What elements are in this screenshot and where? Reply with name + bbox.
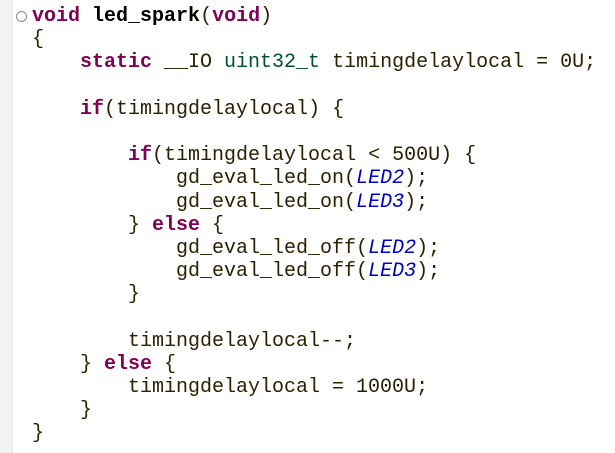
keyword-token: else: [104, 352, 153, 376]
keyword-token: void: [212, 5, 261, 28]
code-token: timingdelaylocal--;: [32, 329, 357, 353]
code-token: );: [416, 260, 441, 284]
editor-gutter: [0, 0, 13, 453]
code-line[interactable]: timingdelaylocal--;: [32, 330, 596, 353]
code-line[interactable]: gd_eval_led_off(LED3);: [32, 260, 596, 283]
code-token: {: [200, 213, 225, 237]
code-line[interactable]: gd_eval_led_off(LED2);: [32, 237, 596, 260]
keyword-token: if: [80, 97, 105, 121]
macro-token: LED2: [368, 236, 417, 260]
code-line[interactable]: }: [32, 422, 596, 445]
code-line[interactable]: gd_eval_led_on(LED3);: [32, 191, 596, 214]
code-token: __IO: [152, 51, 225, 75]
keyword-token: else: [152, 213, 201, 237]
code-token: [80, 5, 92, 28]
code-line[interactable]: static __IO uint32_t timingdelaylocal = …: [32, 51, 596, 74]
code-token: [32, 51, 80, 74]
keyword-token: if: [128, 144, 153, 168]
code-token: (timingdelaylocal < 500U) {: [152, 144, 477, 168]
code-line[interactable]: [32, 306, 596, 329]
code-token: [32, 98, 80, 121]
code-token: {: [32, 28, 45, 52]
code-token: );: [404, 190, 429, 214]
code-token: );: [416, 236, 441, 260]
collapse-icon[interactable]: [16, 11, 27, 22]
code-line[interactable]: if(timingdelaylocal < 500U) {: [32, 144, 596, 167]
type-token: uint32_t: [224, 51, 321, 75]
code-token: [32, 144, 128, 167]
code-token: gd_eval_led_on(: [32, 167, 357, 191]
code-token: timingdelaylocal = 1000U;: [32, 376, 429, 399]
macro-token: LED3: [368, 260, 417, 284]
macro-token: LED3: [356, 190, 405, 214]
code-line[interactable]: [32, 121, 596, 144]
keyword-token: void: [32, 5, 81, 28]
code-line[interactable]: if(timingdelaylocal) {: [32, 98, 596, 121]
code-token: gd_eval_led_off(: [32, 236, 369, 260]
code-line[interactable]: } else {: [32, 353, 596, 376]
code-line[interactable]: void led_spark(void): [16, 5, 596, 28]
code-token: ): [260, 5, 273, 28]
code-token: );: [404, 167, 429, 191]
code-line[interactable]: } else {: [32, 214, 596, 237]
code-line[interactable]: timingdelaylocal = 1000U;: [32, 376, 596, 399]
code-token: }: [32, 352, 105, 376]
code-token: (timingdelaylocal) {: [104, 97, 345, 121]
code-line[interactable]: }: [32, 283, 596, 306]
code-token: gd_eval_led_off(: [32, 260, 369, 284]
code-token: }: [32, 399, 93, 423]
code-token: gd_eval_led_on(: [32, 190, 357, 214]
function-name-token: led_spark: [92, 5, 201, 28]
code-line[interactable]: }: [32, 399, 596, 422]
code-editor[interactable]: void led_spark(void){ static __IO uint32…: [16, 5, 596, 446]
code-line[interactable]: [32, 75, 596, 98]
macro-token: LED2: [356, 167, 405, 191]
code-token: timingdelaylocal = 0U;: [320, 51, 597, 75]
code-token: {: [152, 352, 177, 376]
code-line[interactable]: {: [32, 28, 596, 51]
code-token: }: [32, 213, 153, 237]
code-token: }: [32, 422, 45, 446]
code-line[interactable]: gd_eval_led_on(LED2);: [32, 167, 596, 190]
keyword-token: static: [80, 51, 153, 75]
code-token: }: [32, 283, 141, 307]
code-token: (: [200, 5, 213, 28]
